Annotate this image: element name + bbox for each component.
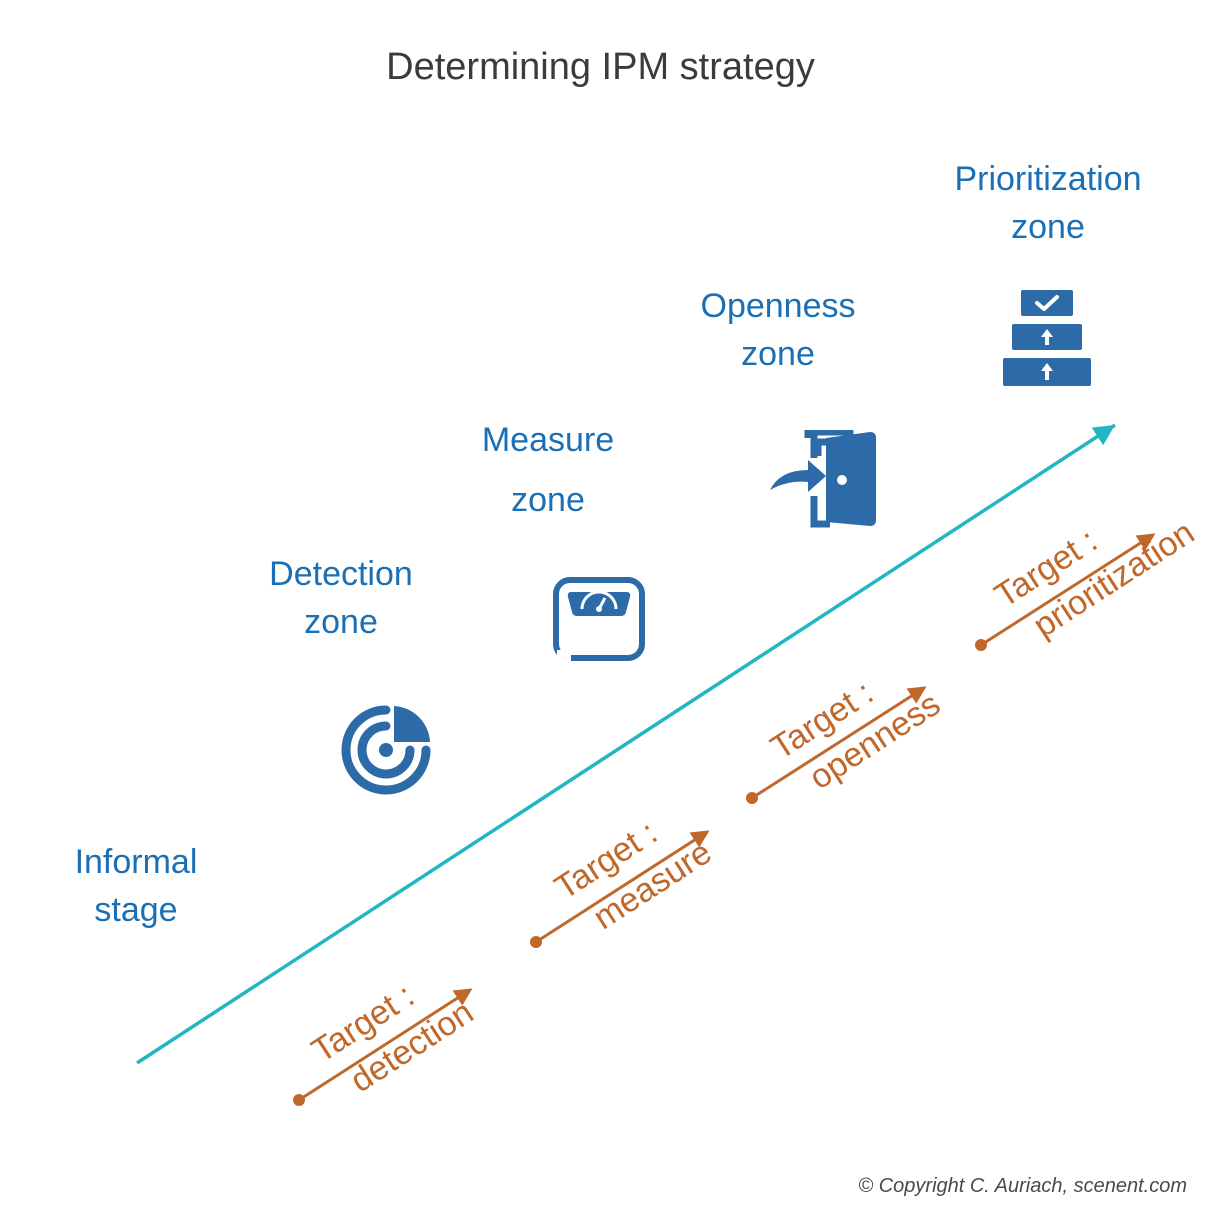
progression-arrow bbox=[136, 423, 1116, 1065]
radar-icon bbox=[341, 705, 431, 795]
priority-stack-icon bbox=[1003, 290, 1091, 386]
copyright-notice: © Copyright C. Auriach, scenent.com bbox=[858, 1175, 1187, 1197]
detection-zone-label: Detection zone bbox=[269, 555, 413, 641]
measure-zone-label: Measure zone bbox=[481, 421, 615, 519]
target-arrow-measure bbox=[530, 830, 710, 948]
target-arrow-openness bbox=[746, 686, 927, 804]
target-arrow-detection bbox=[293, 988, 473, 1106]
door-enter-icon bbox=[770, 430, 876, 528]
openness-zone-label: Openness zone bbox=[700, 287, 856, 373]
scale-icon bbox=[553, 577, 645, 662]
target-arrow-prioritization bbox=[975, 533, 1156, 651]
informal-stage-label: Informal stage bbox=[74, 843, 198, 929]
prioritization-zone-label: Prioritization zone bbox=[954, 160, 1142, 246]
diagram-title: Determining IPM strategy bbox=[386, 46, 815, 88]
